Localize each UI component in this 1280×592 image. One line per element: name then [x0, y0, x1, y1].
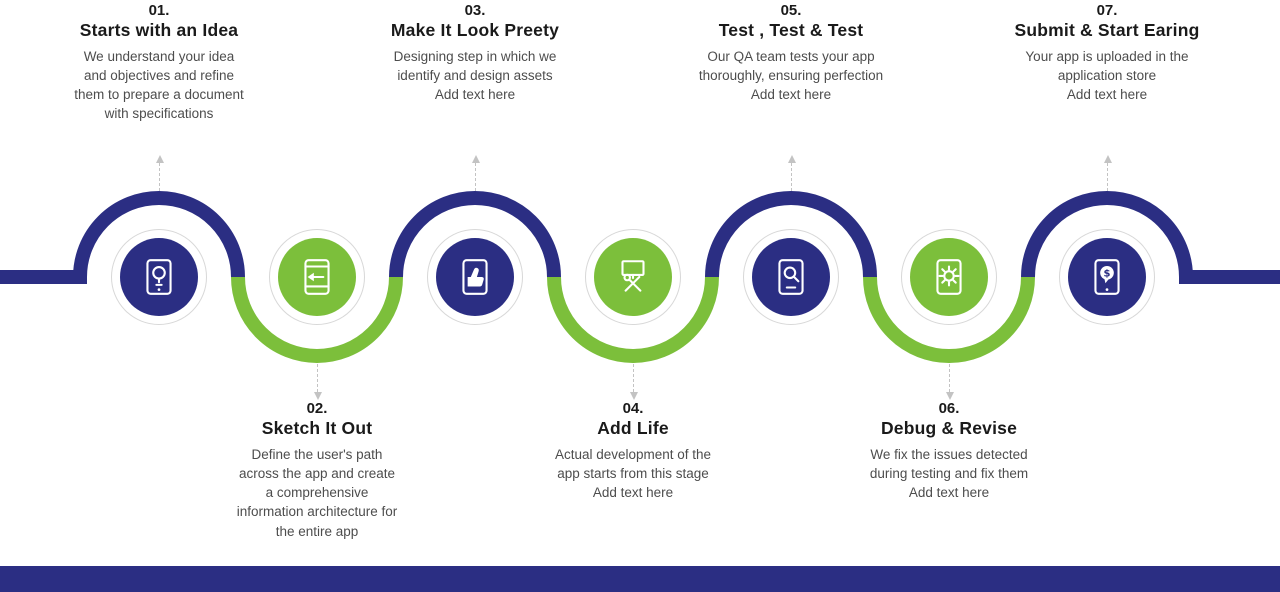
- thumbs-up-phone-icon: [462, 259, 488, 295]
- step-5-text: 05. Test , Test & Test Our QA team tests…: [671, 2, 911, 104]
- svg-text:$: $: [1104, 268, 1111, 279]
- step-title: Test , Test & Test: [718, 20, 864, 40]
- step-title: Make It Look Preety: [390, 20, 560, 40]
- step-7-circle-inner: $: [1068, 238, 1146, 316]
- step-7-text: 07. Submit & Start Earing Your app is up…: [987, 2, 1227, 104]
- step-number: 06.: [938, 400, 960, 417]
- step-title: Debug & Revise: [880, 418, 1018, 438]
- step-1-circle-inner: [120, 238, 198, 316]
- step-title: Add Life: [597, 418, 669, 438]
- step-title: Submit & Start Earing: [1014, 20, 1200, 40]
- step-6-text: 06. Debug & Revise We fix the issues det…: [829, 400, 1069, 502]
- monitor-tools-icon: [621, 260, 645, 292]
- arrow-up-icon: [155, 155, 164, 163]
- footer-bar: [0, 566, 1280, 592]
- step-title: Starts with an Idea: [79, 20, 239, 40]
- step-3-circle-inner: [436, 238, 514, 316]
- step-description: Your app is uploaded in the application …: [1025, 49, 1189, 103]
- step-number: 05.: [780, 2, 802, 19]
- arrow-up-icon: [787, 155, 796, 163]
- step-7-connector: [1103, 155, 1112, 191]
- step-5-connector: [787, 155, 796, 191]
- step-1-circle: [111, 229, 207, 325]
- step-3-text: 03. Make It Look Preety Designing step i…: [355, 2, 595, 104]
- step-3-connector: [471, 155, 480, 191]
- step-1-text: 01. Starts with an Idea We understand yo…: [39, 2, 279, 124]
- step-number: 04.: [622, 400, 644, 417]
- search-phone-icon: [778, 259, 804, 295]
- step-4-circle: [585, 229, 681, 325]
- step-description: We fix the issues detected during testin…: [869, 447, 1029, 501]
- step-2-circle: [269, 229, 365, 325]
- step-6-circle: [901, 229, 997, 325]
- gear-phone-icon: [936, 259, 962, 295]
- step-5-circle-inner: [752, 238, 830, 316]
- step-2-circle-inner: [278, 238, 356, 316]
- step-4-circle-inner: [594, 238, 672, 316]
- arrow-down-icon: [945, 392, 954, 400]
- step-1-connector: [155, 155, 164, 191]
- step-title: Sketch It Out: [261, 418, 373, 438]
- step-number: 01.: [148, 2, 170, 19]
- idea-bulb-phone-icon: [146, 259, 172, 295]
- arrow-down-icon: [313, 392, 322, 400]
- step-5-circle: [743, 229, 839, 325]
- step-description: Actual development of the app starts fro…: [554, 447, 712, 501]
- arrow-down-icon: [629, 392, 638, 400]
- step-description: Our QA team tests your app thoroughly, e…: [698, 49, 884, 103]
- step-description: Define the user's path across the app an…: [236, 447, 398, 539]
- step-number: 03.: [464, 2, 486, 19]
- step-description: Designing step in which we identify and …: [393, 49, 557, 103]
- wave-navy-path: [0, 191, 1280, 284]
- step-description: We understand your idea and objectives a…: [74, 49, 244, 122]
- step-4-text: 04. Add Life Actual development of the a…: [513, 400, 753, 502]
- step-6-circle-inner: [910, 238, 988, 316]
- arrow-phone-icon: [304, 259, 330, 295]
- arrow-up-icon: [471, 155, 480, 163]
- wave-green-path: [231, 276, 1035, 363]
- step-4-connector: [629, 364, 638, 400]
- arrow-up-icon: [1103, 155, 1112, 163]
- step-number: 07.: [1096, 2, 1118, 19]
- step-7-circle: $: [1059, 229, 1155, 325]
- step-6-connector: [945, 364, 954, 400]
- step-2-connector: [313, 364, 322, 400]
- step-number: 02.: [306, 400, 328, 417]
- step-2-text: 02. Sketch It Out Define the user's path…: [197, 400, 437, 541]
- step-3-circle: [427, 229, 523, 325]
- dollar-phone-icon: $: [1094, 259, 1120, 295]
